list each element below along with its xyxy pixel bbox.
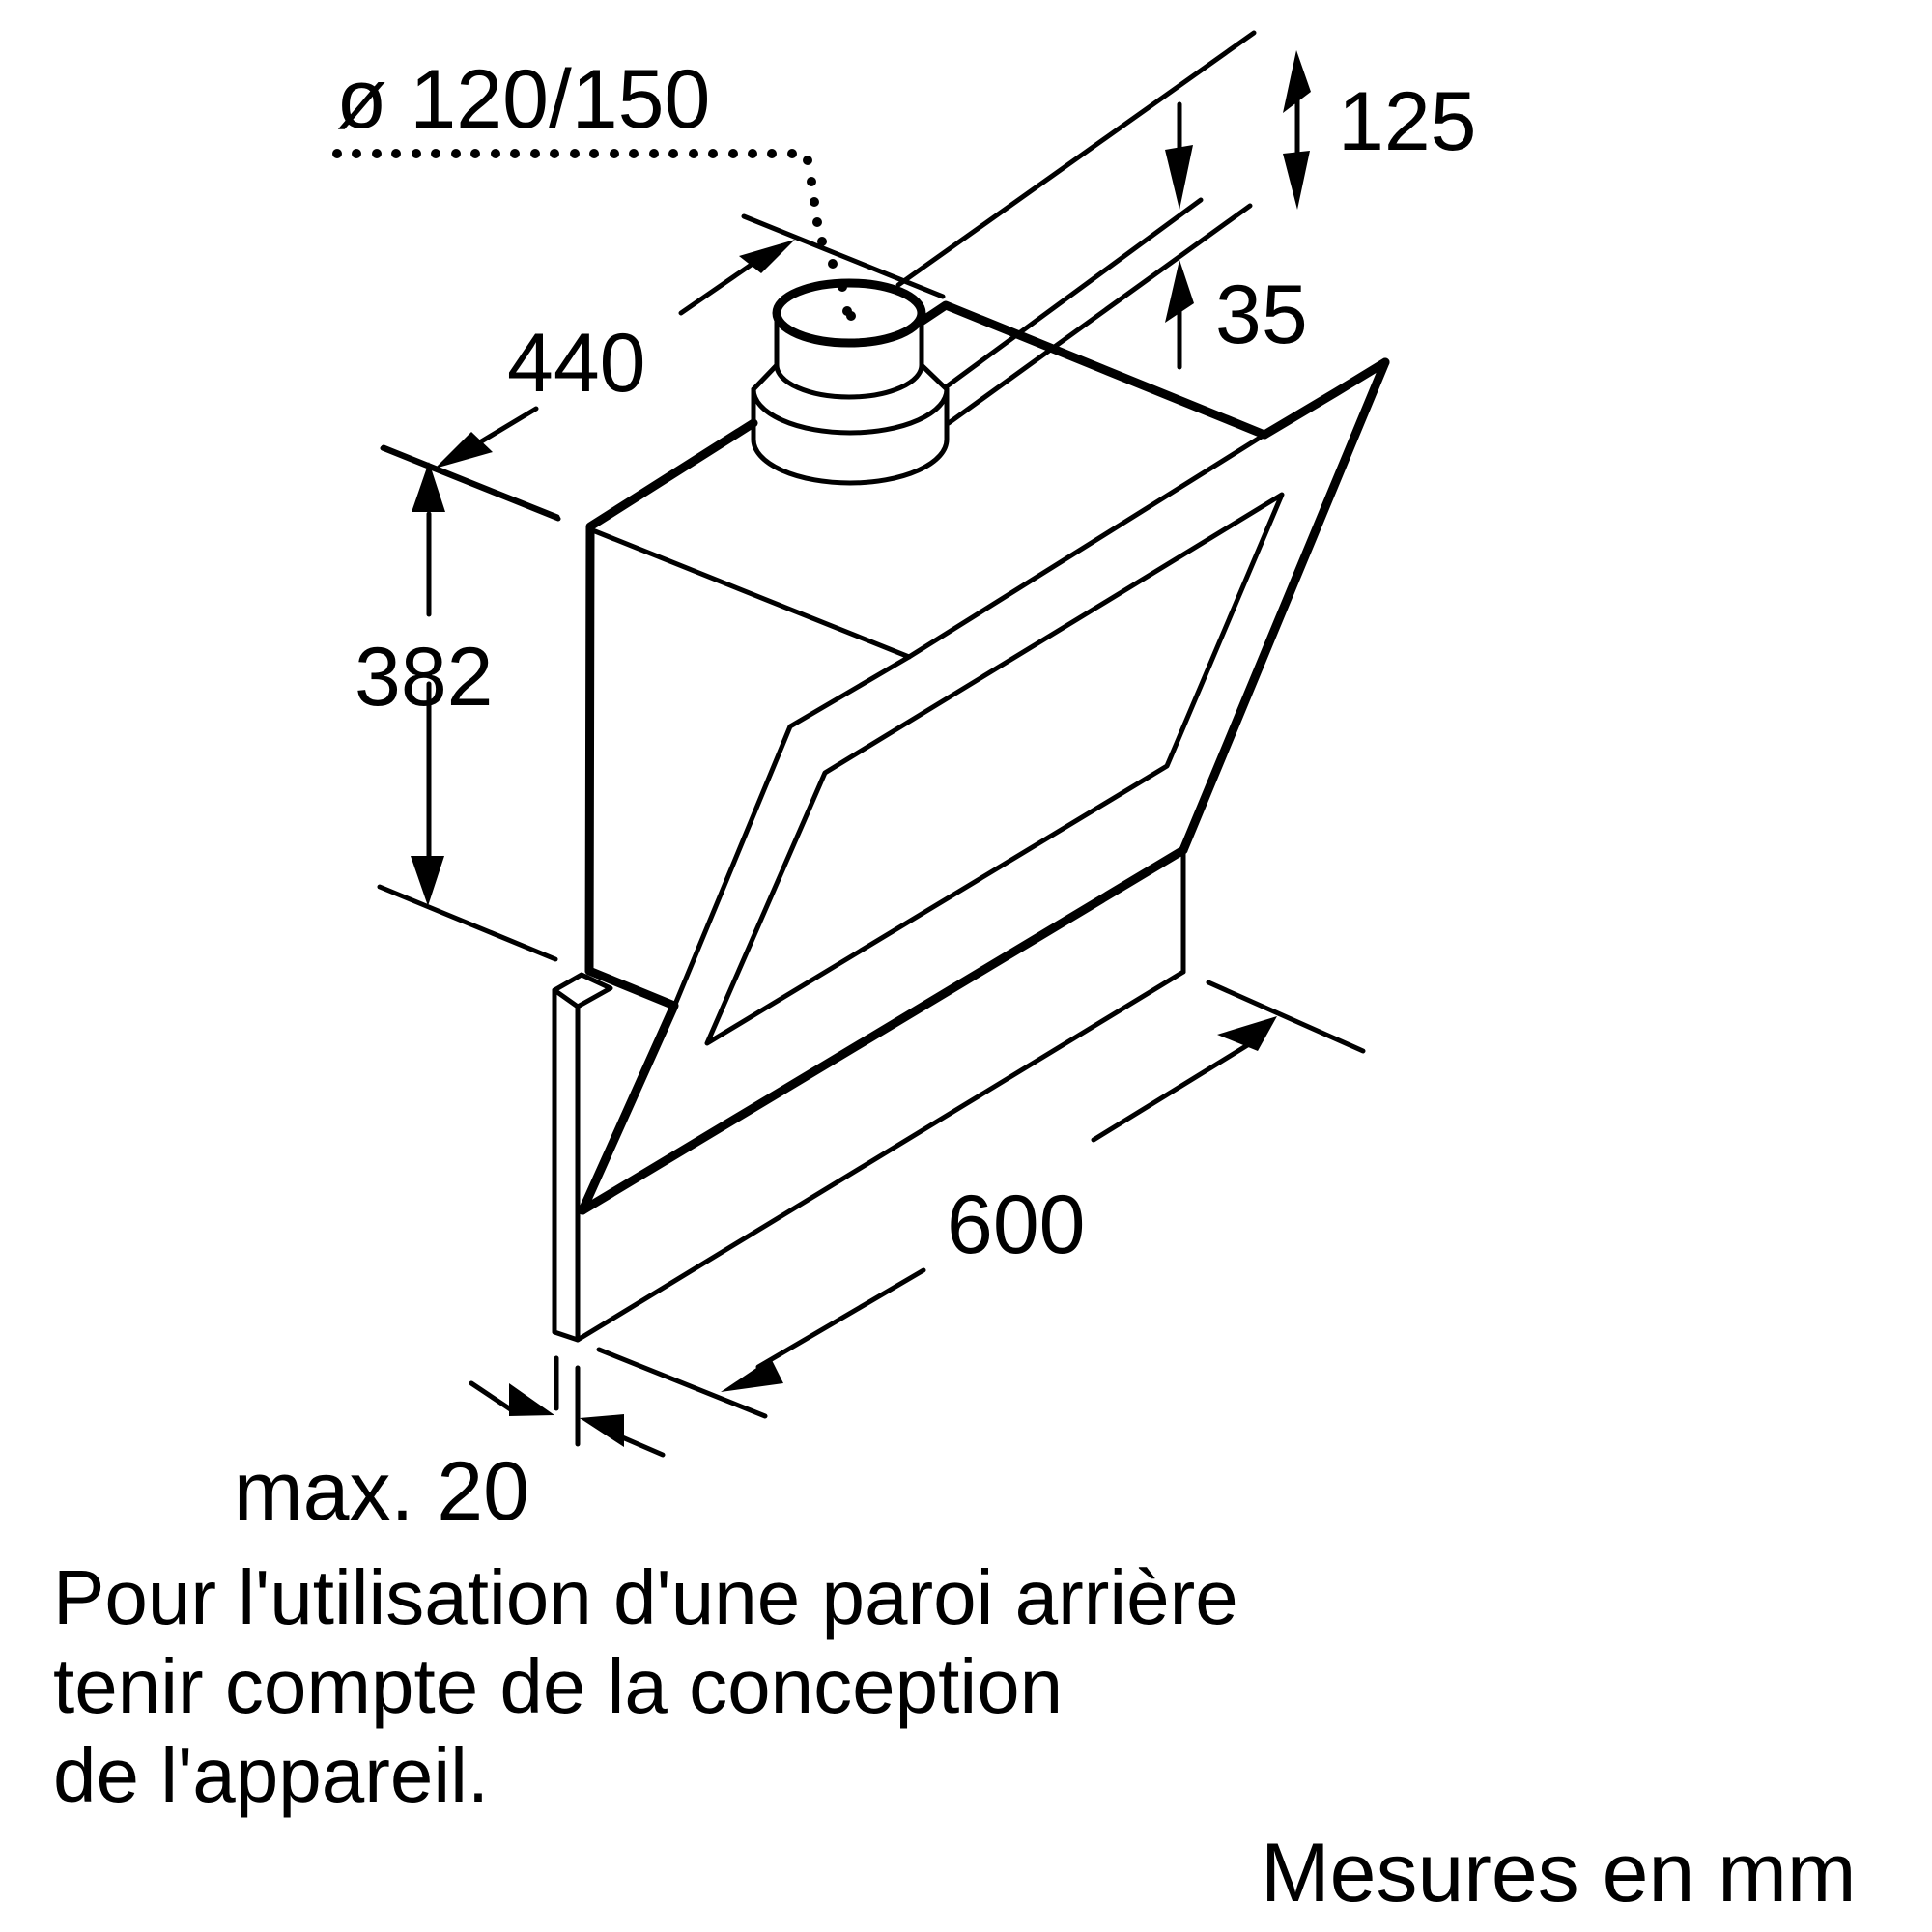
extension-line-top [381,444,560,520]
hood-base-bottom-edge [575,969,1186,1343]
arrowhead-icon [435,432,493,469]
dim-line-upper [1091,1041,1252,1143]
gap-arrow-left-line [469,1380,515,1413]
dim-line-lower [755,1267,926,1370]
hood-left-lower-edge [578,966,679,1215]
wall-gap-dimension: max. 20 [234,1355,666,1538]
depth-value: 440 [507,317,646,410]
arrowhead-icon [580,1414,624,1447]
depth-dimension: 440 [380,213,946,522]
arrowhead-icon [1165,260,1194,323]
units-label: Mesures en mm [1261,1827,1857,1919]
hood-back-vertical-edge [584,523,595,976]
hood-front-lower-edge [578,845,1188,1215]
extension-line-left [596,1347,768,1419]
glass-panel-inner [704,492,1285,1046]
extension-line-top [895,30,1257,288]
top-offset-dimensions: 125 35 [895,30,1477,426]
extension-line-middle [944,197,1204,389]
arrowhead-icon [739,240,795,273]
note-line-1: Pour l'utilisation d'une paroi arrière [53,1554,1238,1640]
offset-35-value: 35 [1215,269,1308,361]
arrowhead-icon [1165,145,1193,210]
hood-front-top-line [906,432,1267,660]
duct-diameter-label: ø 120/150 [336,53,710,146]
rear-wall-note: Pour l'utilisation d'une paroi arrière t… [53,1553,1238,1820]
extension-line-bottom [377,884,558,962]
height-value: 382 [355,631,494,724]
note-line-2: tenir compte de la conception [53,1643,1064,1729]
offset-125-value: 125 [1338,75,1477,168]
hood-top-left-edge [585,418,758,531]
height-dimension: 382 [355,444,560,962]
extension-line-right [1206,980,1366,1054]
arrowhead-icon [1283,50,1311,113]
arrowhead-icon [411,856,444,906]
glass-panel-outer-left [671,654,912,1009]
width-dimension: 600 [596,980,1366,1419]
extension-line-top [741,213,946,299]
width-value: 600 [947,1179,1086,1271]
hood-top-right-edge [1260,357,1390,440]
duct-collar [751,278,950,486]
extension-line-lower [946,203,1253,426]
arrowhead-icon [1283,151,1310,210]
duct-leader-dotted-line [332,149,852,316]
wall-gap-value: max. 20 [234,1445,529,1538]
hood-body [552,300,1390,1343]
arrowhead-icon [509,1383,554,1416]
hood-top-back-edge [918,300,1269,440]
note-line-3: de l'appareil. [53,1732,490,1818]
arrowhead-icon [721,1358,783,1392]
glass-panel-right-edge [1179,357,1390,855]
arrowhead-icon [1217,1016,1277,1051]
arrowhead-icon [412,462,445,512]
hood-side-top-line [587,526,912,660]
